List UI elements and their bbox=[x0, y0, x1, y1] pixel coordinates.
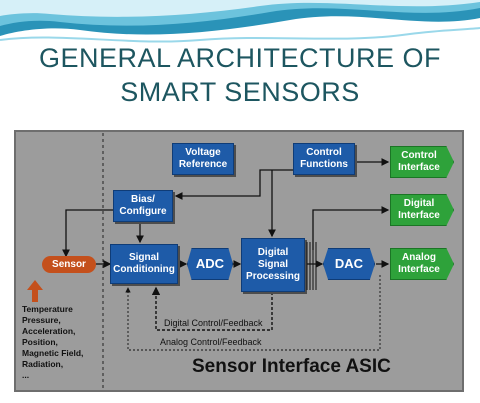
analog-feedback-label: Analog Control/Feedback bbox=[160, 337, 262, 347]
slide-title-line-1: GENERAL ARCHITECTURE OF bbox=[38, 43, 442, 73]
digital-signal-processing-block: Digital Signal Processing bbox=[241, 238, 305, 292]
slide-title-line-2: SMART SENSORS bbox=[120, 77, 360, 107]
digital-feedback-label: Digital Control/Feedback bbox=[164, 318, 263, 328]
bias-configure-block: Bias/ Configure bbox=[113, 190, 173, 222]
signal-conditioning-block: Signal Conditioning bbox=[110, 244, 178, 284]
asic-label: Sensor Interface ASIC bbox=[192, 356, 391, 377]
dac-block: DAC bbox=[323, 248, 375, 280]
digital-interface-block: Digital Interface bbox=[390, 194, 454, 226]
sensor-element: Sensor bbox=[42, 256, 96, 273]
analog-interface-block: Analog Interface bbox=[390, 248, 454, 280]
stimuli-list: Temperature Pressure, Acceleration, Posi… bbox=[22, 304, 84, 380]
control-interface-block: Control Interface bbox=[390, 146, 454, 178]
voltage-reference-block: Voltage Reference bbox=[172, 143, 234, 175]
header-wave-decoration bbox=[0, 0, 480, 43]
adc-block: ADC bbox=[187, 248, 233, 280]
control-functions-block: Control Functions bbox=[293, 143, 355, 175]
